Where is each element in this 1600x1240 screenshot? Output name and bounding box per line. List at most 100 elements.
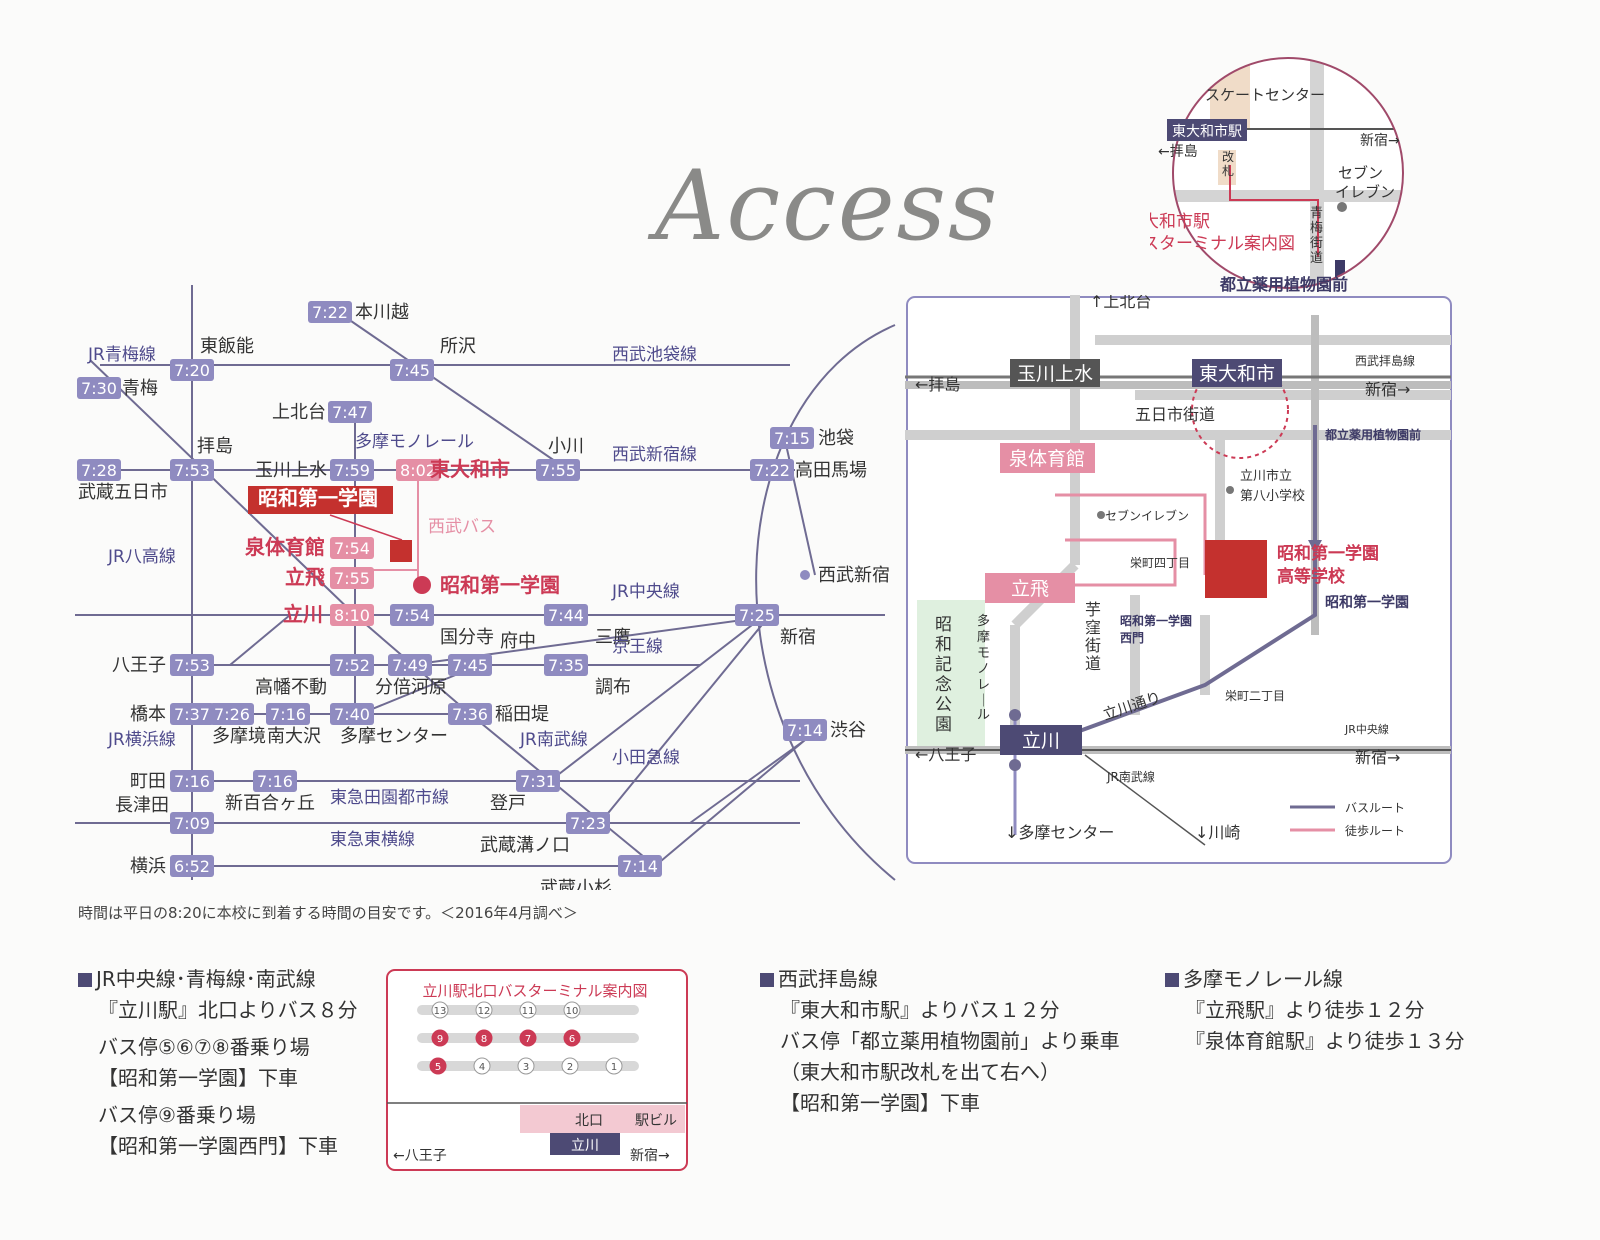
- time-badge-text: 7:45: [452, 656, 488, 675]
- line-label: JR横浜線: [107, 730, 176, 750]
- legend-walk: 徒歩ルート: [1345, 823, 1405, 838]
- time-badge: [330, 703, 374, 725]
- time-badge-text: 7:54: [394, 606, 430, 625]
- station-label: 東大和市: [430, 457, 510, 481]
- svg-text:昭: 昭: [935, 615, 952, 635]
- station-label: 渋谷: [830, 720, 866, 741]
- station-label: 多摩境: [212, 726, 266, 747]
- station-label: 横浜: [130, 856, 166, 877]
- terminal-right: 新宿→: [630, 1147, 670, 1164]
- label-left: ←拝島: [915, 375, 960, 394]
- line-label: JR八高線: [107, 547, 176, 567]
- time-badge: [330, 654, 374, 676]
- inset-shinjuku: 新宿→: [1360, 132, 1400, 149]
- time-badge-text: 7:55: [540, 461, 576, 480]
- label-elem-1: 立川市立: [1240, 468, 1292, 484]
- legend-bus: バスルート: [1345, 801, 1405, 815]
- label-seven: セブンイレブン: [1105, 508, 1189, 523]
- page-title: Access: [655, 150, 1000, 262]
- time-badge: [544, 654, 588, 676]
- time-badge-text: 8:10: [334, 606, 370, 625]
- station-label: 三鷹: [595, 626, 631, 648]
- bus-stop-number: 9: [437, 1034, 443, 1045]
- line-label: 小田急線: [612, 748, 680, 768]
- svg-text:青: 青: [1310, 206, 1323, 221]
- bullet-square: [78, 972, 92, 987]
- time-badge-text: 7:37: [174, 705, 210, 724]
- time-badge-text: 6:52: [174, 857, 210, 876]
- station-label: 橋本: [130, 704, 166, 725]
- bus-stop-marker: [429, 1057, 447, 1075]
- svg-text:街: 街: [1310, 236, 1323, 251]
- svg-text:和: 和: [935, 635, 952, 655]
- time-badge: [330, 459, 374, 481]
- time-badge-text: 7:53: [174, 461, 210, 480]
- bullet-square: [760, 972, 774, 987]
- time-badge-text: 7:16: [257, 772, 293, 791]
- station-label: 調布: [595, 677, 631, 698]
- line-label: JR中央線: [611, 582, 680, 602]
- label-park: 昭和記 念公園: [935, 615, 952, 735]
- label-bus-stop-top: 都立薬用植物園前: [1324, 427, 1421, 442]
- line-label: 西武池袋線: [612, 345, 697, 365]
- time-badge: [170, 654, 214, 676]
- station-label: 所沢: [440, 336, 476, 357]
- line-label: 東急東横線: [330, 830, 415, 850]
- bus-stop-marker: [561, 1057, 579, 1075]
- info-seibu: 西武拝島線 『東大和市駅』よりバス１２分 バス停「都立薬用植物園前」より乗車 （…: [760, 964, 1120, 1119]
- time-badge: [735, 604, 779, 626]
- time-badge: [330, 567, 374, 589]
- time-badge-text: 7:36: [452, 705, 488, 724]
- time-badge-text: 7:28: [81, 461, 117, 480]
- station-label: 八王子: [112, 655, 166, 676]
- bus-stop-number: 4: [479, 1062, 485, 1073]
- time-badge-text: 7:23: [570, 814, 606, 833]
- station-label: 青梅: [122, 378, 158, 399]
- svg-text:ル: ル: [977, 708, 990, 723]
- label-sakaecho4: 栄町四丁目: [1130, 556, 1190, 570]
- school-name-2: 高等学校: [1277, 566, 1346, 587]
- time-badge-text: 7:53: [174, 656, 210, 675]
- line-label: 京王線: [612, 637, 663, 657]
- bus-stop-number: 8: [481, 1034, 487, 1045]
- bus-stop-number: 12: [478, 1006, 491, 1017]
- time-badge-text: 7:44: [548, 606, 584, 625]
- bus-stop-marker: [519, 1001, 537, 1019]
- bus-stop-number: 2: [567, 1062, 573, 1073]
- label-up: ↑上北台: [1090, 295, 1151, 311]
- bus-stop-marker: [475, 1029, 493, 1047]
- station-label: 武蔵溝ノ口: [480, 835, 570, 856]
- time-badge: [170, 359, 214, 381]
- time-badge-text: 7:09: [174, 814, 210, 833]
- time-badge-text: 7:14: [787, 721, 823, 740]
- time-badge: [170, 703, 214, 725]
- time-badge-text: 7:22: [312, 303, 348, 322]
- time-badge-text: 7:47: [332, 403, 368, 422]
- time-badge: [536, 459, 580, 481]
- bus-stop-number: 5: [435, 1062, 441, 1073]
- time-badge-text: 7:20: [174, 361, 210, 380]
- time-badge-text: 7:49: [392, 656, 428, 675]
- time-badge-text: 7:15: [774, 429, 810, 448]
- school-label: 昭和第一学園: [258, 486, 378, 510]
- label-seibu-haijima: 西武拝島線: [1355, 353, 1415, 368]
- time-badge-text: 7:54: [334, 539, 370, 558]
- svg-text:道: 道: [1085, 654, 1101, 673]
- station-label: 泉体育館: [244, 535, 325, 559]
- time-badge: [170, 770, 214, 792]
- station-tamagawajosui: 玉川上水: [1017, 363, 1093, 385]
- station-label: 西武新宿: [818, 565, 890, 586]
- station-label: 新百合ヶ丘: [225, 793, 315, 814]
- station-tachihi: 立飛: [1011, 578, 1049, 600]
- bus-stop-number: 6: [569, 1034, 575, 1045]
- school-dot-label: 昭和第一学園: [440, 573, 560, 597]
- station-label: 立飛: [285, 565, 325, 589]
- station-label: 分倍河原: [375, 677, 447, 698]
- bus-stop-number: 13: [434, 1006, 447, 1017]
- inset-haijima: ←拝島: [1158, 144, 1198, 160]
- bus-stop-number: 1: [611, 1062, 617, 1073]
- time-badge: [330, 537, 374, 559]
- time-badge-text: 7:35: [548, 656, 584, 675]
- svg-text:街: 街: [1085, 636, 1101, 655]
